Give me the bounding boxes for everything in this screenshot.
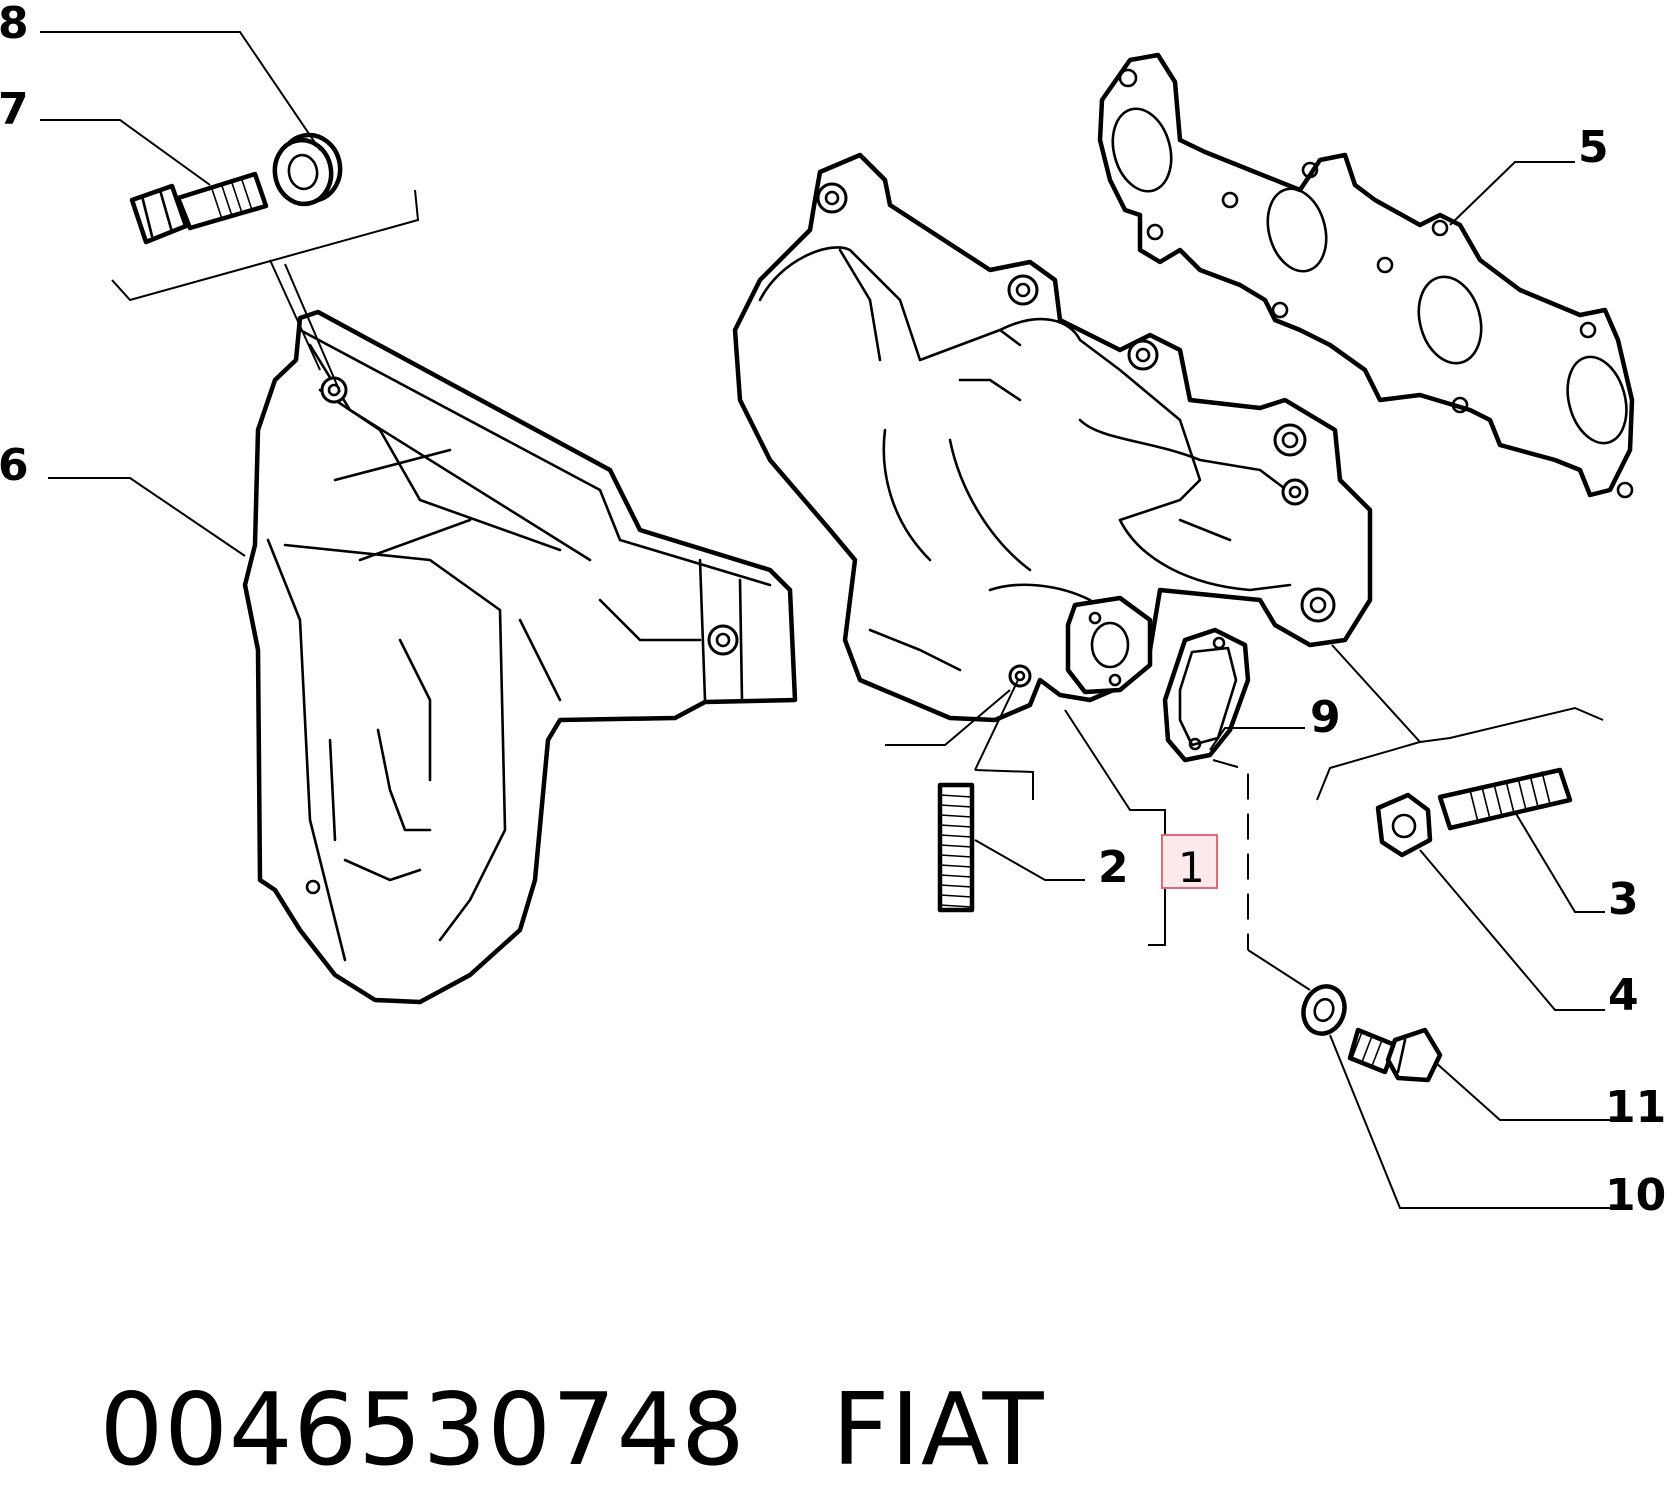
part-1-exhaust-manifold[interactable] — [732, 152, 1373, 723]
callout-8[interactable]: 8 — [0, 0, 29, 49]
part-4-nut[interactable] — [1375, 792, 1433, 858]
callout-6[interactable]: 6 — [0, 440, 29, 491]
part-10-washer[interactable] — [1297, 981, 1351, 1040]
callout-10[interactable]: 10 — [1605, 1170, 1666, 1221]
part-caption: 0046530748 FIAT — [34, 1265, 1045, 1485]
part-3-stud[interactable] — [1437, 767, 1573, 831]
callout-4[interactable]: 4 — [1608, 970, 1639, 1021]
part-number: 0046530748 — [99, 1371, 746, 1488]
callout-7[interactable]: 7 — [0, 84, 29, 135]
leader-lines — [40, 31, 1615, 1209]
callout-2[interactable]: 2 — [1098, 842, 1129, 893]
callout-5[interactable]: 5 — [1578, 122, 1609, 173]
part-9-small-gasket[interactable] — [1162, 627, 1251, 763]
callout-1[interactable]: 1 — [1178, 843, 1205, 892]
callout-3[interactable]: 3 — [1608, 874, 1639, 925]
callout-11[interactable]: 11 — [1605, 1082, 1666, 1133]
part-5-gasket[interactable] — [1097, 52, 1635, 499]
part-2-stud[interactable] — [937, 782, 975, 913]
callout-labels: 8 7 6 5 9 2 1 3 4 11 10 — [0, 0, 1666, 1221]
exploded-parts-diagram: 8 7 6 5 9 2 1 3 4 11 10 — [0, 0, 1666, 1221]
brand-name: FIAT — [831, 1371, 1045, 1488]
callout-9[interactable]: 9 — [1310, 692, 1341, 743]
part-8-washer[interactable] — [270, 130, 345, 208]
selected-callout-highlight — [1161, 834, 1218, 889]
part-7-bolt[interactable] — [129, 171, 269, 245]
part-11-bolt[interactable] — [1347, 1027, 1443, 1083]
part-6-heat-shield[interactable] — [242, 309, 798, 1005]
